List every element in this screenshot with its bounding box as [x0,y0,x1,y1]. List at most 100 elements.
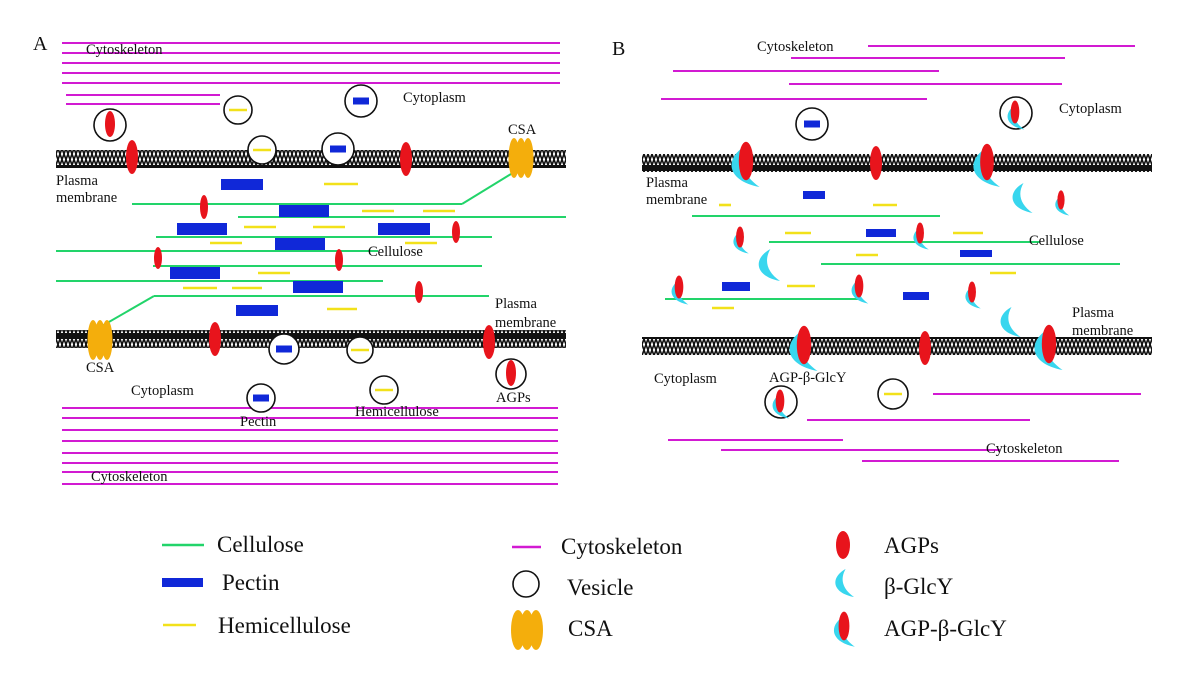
panel-b-agp-glcy-label: AGP-β-GlcY [769,370,847,386]
panel-a-cytoplasm-top-label: Cytoplasm [403,90,467,106]
vesicle-icon [93,108,127,142]
agp-icon [738,141,754,181]
plasma-membrane [56,150,566,168]
agp-icon [854,274,864,298]
pectin-block [279,205,329,217]
agp-glcy-complex-icon [731,141,760,187]
legend-cellulose-label: Cellulose [217,532,304,557]
agp-glcy-complex-icon [913,222,929,250]
panel-a [56,42,566,485]
csa-icon [87,320,113,360]
panel-a-pectin-label: Pectin [240,414,277,430]
legend-vesicle-icon [512,570,540,598]
agp-glcy-complex-icon [833,611,855,647]
agp-icon [968,281,976,303]
vesicle-icon [268,333,300,365]
legend-glcy-icon [835,569,854,597]
agp-glcy-complex-icon [851,274,869,304]
panel-a-agps-label: AGPs [496,390,531,406]
panel-b-cytoskeleton-top-label: Cytoskeleton [757,39,834,55]
agp-icon [415,281,423,303]
agp-icon [1010,100,1020,124]
panel-a-cytoplasm-bottom-label: Cytoplasm [131,383,195,399]
vesicle-icon [999,96,1033,130]
agp-icon [736,226,744,248]
legend-agps-label: AGPs [884,533,939,558]
legend-glcy-label: β-GlcY [884,574,954,599]
legend-vesicle-label: Vesicle [567,575,633,600]
plasma-membrane [642,337,1152,355]
vesicle-agp [506,360,516,386]
vesicle-pectin [253,394,269,402]
agp-icon [916,222,924,244]
agp-icon [1057,190,1065,210]
cellulose-microfibril [461,173,512,205]
panel-a-plasma-membrane-top-label-2: membrane [56,190,117,206]
glcy-icon [973,147,1000,187]
vesicle-icon [877,378,909,410]
agp-icon [154,247,162,269]
agp-glcy-complex-icon [1007,100,1025,130]
panel-b-cellulose-label: Cellulose [1029,233,1084,249]
pectin-block [236,305,278,316]
agp-icon [870,146,882,180]
agp-icon [1041,324,1057,364]
panel-a-letter: A [33,33,48,55]
pectin-block [903,292,929,300]
agp-icon [775,389,785,413]
panel-a-plasma-membrane-top-label: Plasma [56,173,98,189]
panel-b [642,45,1152,462]
legend-pectin-swatch [162,578,203,587]
agp-icon [483,325,495,359]
agp-icon [838,611,850,641]
pectin-block [378,223,430,235]
vesicle-pectin [353,97,369,105]
panel-b-cytoskeleton-bottom-label: Cytoskeleton [986,441,1063,457]
vesicle-icon [795,107,829,141]
agp-icon [674,275,684,299]
vesicle-icon [321,132,355,166]
panel-b-cytoplasm-bottom-label: Cytoplasm [654,371,718,387]
panel-a-csa-bottom-label: CSA [86,360,115,376]
panel-b-letter: B [612,38,625,60]
glcy-icon [731,145,760,187]
legend [162,531,855,650]
panel-b-plasma-membrane-bottom-label: Plasma [1072,305,1114,321]
agp-glcy-complex-icon [1055,190,1070,216]
glcy-icon [1034,328,1063,370]
plasma-membrane [56,330,566,348]
panel-b-plasma-membrane-top-label-2: membrane [646,192,707,208]
legend-agp-icon [836,531,850,559]
csa-icon [508,138,534,178]
pectin-block [722,282,750,291]
plasma-membrane [642,154,1152,172]
vesicle-pectin [276,345,292,353]
csa-lobe [529,610,543,650]
agp-glcy-complex-icon [772,389,790,419]
pectin-block [866,229,896,237]
legend-hemicellulose-label: Hemicellulose [218,613,351,638]
vesicle-icon [247,135,277,165]
panel-a-csa-top-label: CSA [508,122,537,138]
glcy-icon [758,249,780,281]
agp-glcy-complex-icon [789,325,818,371]
agp-icon [796,325,812,365]
agp-glcy-complex-icon [1034,324,1063,370]
vesicle-icon [346,336,374,364]
panel-b-cytoplasm-top-label: Cytoplasm [1059,101,1123,117]
agp-icon [200,195,208,219]
legend-pectin-label: Pectin [222,570,280,595]
legend-cytoskeleton-label: Cytoskeleton [561,534,683,559]
vesicle-pectin [804,120,820,128]
glcy-icon [789,329,818,371]
panel-a-plasma-membrane-bottom-label: Plasma [495,296,537,312]
agp-icon [919,331,931,365]
panel-a-hemicellulose-label: Hemicellulose [355,404,439,420]
pectin-block [170,267,220,279]
legend-agp-glcy-label: AGP-β-GlcY [884,616,1007,641]
vesicle-agp [105,111,115,137]
glcy-icon [1000,307,1021,337]
agp-glcy-complex-icon [671,275,689,305]
vesicle-icon [223,95,253,125]
